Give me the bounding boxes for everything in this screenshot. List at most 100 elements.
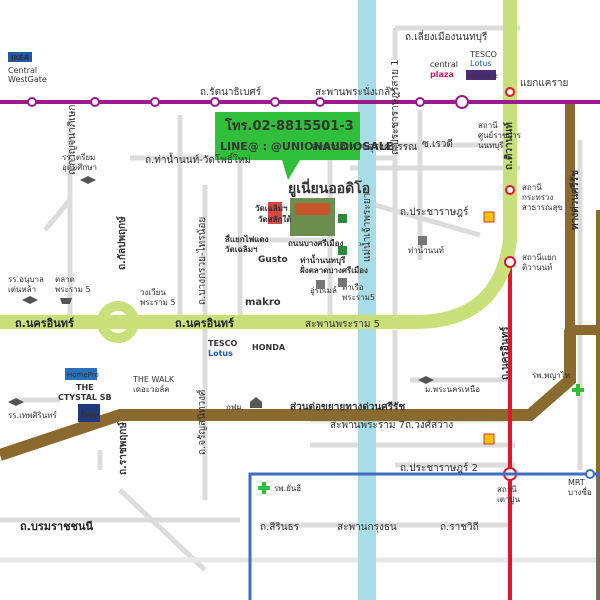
wongwian-label: วงเวียนพระราม 5 xyxy=(140,288,176,307)
label-line: Central xyxy=(8,66,37,75)
label-line: รร.เตรียม xyxy=(62,153,95,162)
nakhon-in-tiwanon-road xyxy=(0,0,517,329)
label-line: สี่แยกไฟแดง xyxy=(225,233,269,244)
road-label-khaeng-krai: แยกแคราย xyxy=(520,78,568,89)
gusto-label: Gusto xyxy=(258,255,288,265)
boat-icon xyxy=(418,236,427,245)
label-line: เตาปูน xyxy=(497,495,521,505)
minor-road xyxy=(374,202,481,238)
hospital-icons xyxy=(258,384,584,494)
road-label-prachaniwet: ถ.ประชาราษฎร์ xyxy=(400,206,469,218)
label-line: พระราม 5 xyxy=(140,298,176,307)
label-line: สถานี xyxy=(497,485,517,494)
school-1-label: รร.เตรียมอุดมศึกษา xyxy=(62,153,97,172)
sign-1-label: สี่แยกไฟแดงวัดเฉลิมฯ xyxy=(225,233,269,254)
market-label: ตลาดพระราม 5 xyxy=(55,275,91,294)
purple-line-stations xyxy=(27,95,469,109)
boat-icon xyxy=(338,278,347,287)
shop-callout xyxy=(215,112,360,180)
label-line: นนทบุรี xyxy=(478,141,504,150)
esplanade-logo xyxy=(466,70,496,80)
shell-icon xyxy=(483,433,495,445)
shell-icon xyxy=(483,211,495,223)
label-line: CTYSTAL SB xyxy=(58,393,112,402)
label-line: ท่าเรือ xyxy=(342,283,364,292)
label-line: วงเวียน xyxy=(140,288,166,297)
river xyxy=(358,0,376,600)
hospital-bottom-label: รพ.ยันฮี xyxy=(274,484,301,493)
label-line: เต่นหล้า xyxy=(8,285,36,294)
graduation-cap-icon xyxy=(418,376,434,384)
road-label-phra-ram-7-bridge: สะพานพระราม 7 xyxy=(330,420,405,431)
road-label-chaeng-watthana: ถ.เลี่ยงเมืองนนทบุรี xyxy=(405,29,488,43)
label-line: TESCO xyxy=(208,339,238,348)
label-line: อุดมศึกษา xyxy=(62,163,97,172)
station-label-taopoon: สถานีเตาปูน xyxy=(497,485,521,505)
blue-line xyxy=(248,472,600,600)
road-label-kamnan: ถ.กาญจนาภิเษก xyxy=(67,105,78,175)
station-label-tiwanon: สถานีแยกติวานนท์ xyxy=(522,253,557,272)
ikea-logo xyxy=(8,52,32,62)
station-dot xyxy=(27,97,37,107)
homepro-label: HomePro xyxy=(67,371,99,379)
station-dot xyxy=(415,97,425,107)
shop-name: ยูเนี่ยนออดิโอ xyxy=(288,178,370,197)
station-dot xyxy=(210,97,220,107)
label-line: MRT xyxy=(568,478,585,487)
label-line: ฝั่งตลาดบางศรีเมือง xyxy=(300,264,368,275)
seven-eleven-icon xyxy=(338,214,347,223)
label-line: THE xyxy=(76,383,94,392)
road-label-sikrung: ซ.เรวดี xyxy=(422,138,453,150)
label-line: TESCO xyxy=(469,50,497,59)
station-dot xyxy=(90,97,100,107)
station-dot xyxy=(150,97,160,107)
label-line: พระราม 5 xyxy=(55,285,91,294)
graduation-cap-icon xyxy=(80,176,96,184)
station-dot xyxy=(455,95,469,109)
ikea-label: IKEA xyxy=(11,54,30,62)
station-dot xyxy=(315,97,325,107)
road-label-ratchaphruek: ถ.ราชพฤกษ์ xyxy=(117,422,129,475)
shop-phone: โทร.02-8815501-3 xyxy=(224,117,354,134)
label-line: Lotus xyxy=(208,349,233,358)
road-label-tha-nam-non: ถ.ท่าน้ำนนท์-วัดโพธิ์ใหม่ xyxy=(145,152,251,166)
school-thep-label: รร.เทพศิรินทร์ xyxy=(8,410,58,420)
road-label-prachaniwet-2: ถ.ประชาราษฎร์ 2 xyxy=(400,462,478,474)
hospital-cross-icon xyxy=(258,482,270,494)
shop-line-id: LINE@ : @UNIONAUDIOSALE xyxy=(220,140,393,153)
road-label-rattanathibet: ถ.รัตนาธิเบศร์ xyxy=(200,86,262,98)
road-label-wong-sawang: ถ.วงศ์สว่าง xyxy=(405,419,453,431)
graduation-cap-icon xyxy=(22,296,38,304)
road-label-borom: ถ.บรมราชชนนี xyxy=(20,520,94,533)
road-label-pracharat-sai-1: ถ.ประชาราษฎร์สาย 1 xyxy=(389,59,401,155)
school-2-label: รร.อนุบาลเต่นหล้า xyxy=(8,275,44,294)
station-dot xyxy=(504,256,516,268)
srirat-extension-expressway xyxy=(0,330,576,461)
bus-icon xyxy=(316,280,325,289)
label-line: THE WALK xyxy=(132,375,175,384)
label-line: WestGate xyxy=(8,75,47,84)
road-label-pha-chao: ถ.บางกรวย-ไทรน้อย xyxy=(196,217,208,305)
sign-2-label: ถนนบางศรีเมือง xyxy=(288,238,343,248)
minor-road xyxy=(118,488,207,572)
road-label-saphan-mahathai: สะพานมหาจตุรงคพรรณ xyxy=(312,142,417,153)
label-line: เดอะวอล์ค xyxy=(133,384,170,394)
road-label-expressway: ส่วนต่อขยายทางด่วนศรีรัช xyxy=(290,401,405,413)
label-line: พระราม5 xyxy=(342,293,375,302)
label-line: central xyxy=(430,60,458,69)
station-label-ministry: สถานีศูนย์ราชการนนทบุรี xyxy=(478,121,522,150)
road-label-phra-nang-klao: สะพานพระนั่งเกล้า xyxy=(315,84,396,98)
seven-eleven-icon xyxy=(338,246,347,255)
minor-road xyxy=(43,198,72,232)
label-line: สถานี xyxy=(478,121,498,130)
building-icon xyxy=(250,397,262,408)
station-dot xyxy=(505,185,515,195)
road-label-nakhon-in-mid: ถ.นครอินทร์ xyxy=(175,317,234,330)
hw-label: hw xyxy=(81,410,97,421)
